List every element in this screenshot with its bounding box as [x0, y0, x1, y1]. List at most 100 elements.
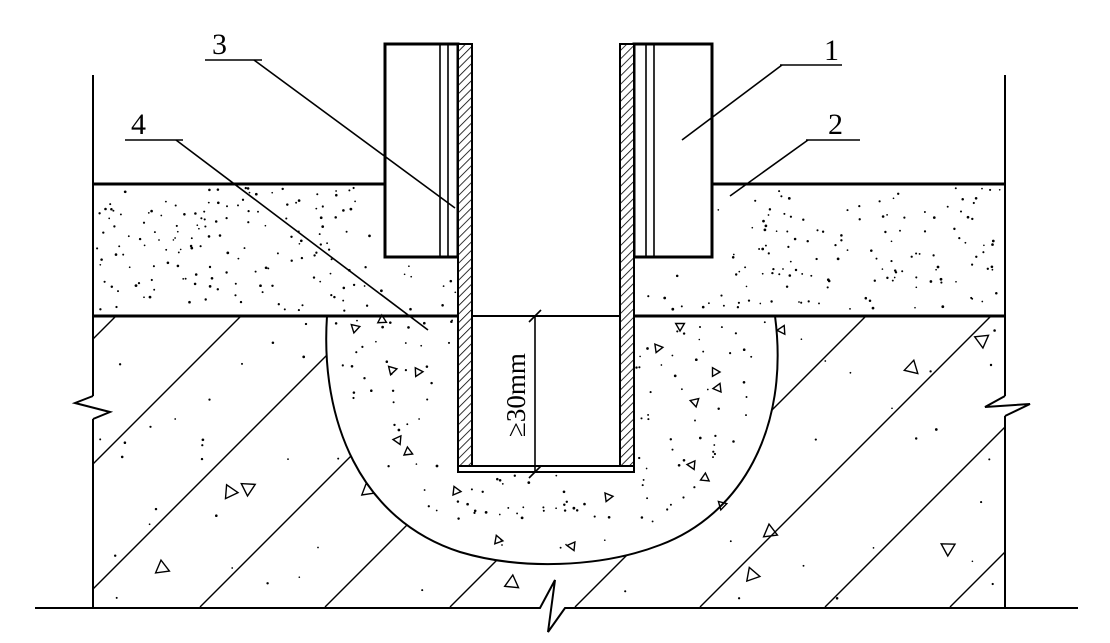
stipple-dot — [214, 220, 218, 223]
stipple-dot — [971, 217, 974, 221]
stipple-dot — [780, 195, 783, 198]
stipple-dot — [207, 235, 211, 238]
stipple-dot — [208, 285, 212, 288]
stipple-dot — [271, 191, 274, 194]
stipple-dot — [216, 188, 220, 191]
aggregate-mark — [711, 366, 722, 378]
stipple-dot — [651, 520, 654, 523]
stipple-dot — [204, 298, 207, 301]
stipple-dot — [381, 325, 384, 329]
stipple-dot — [729, 540, 732, 543]
stipple-dot — [194, 273, 198, 276]
stipple-dot — [742, 348, 746, 352]
stipple-dot — [934, 428, 938, 431]
stipple-dot — [99, 438, 102, 441]
stipple-dot — [677, 463, 681, 467]
stipple-dot — [640, 516, 644, 519]
aggregate-mark — [224, 483, 240, 500]
pipe — [383, 42, 714, 259]
stipple-dot — [501, 482, 504, 485]
stipple-dot — [713, 452, 717, 456]
stipple-dot — [923, 230, 927, 233]
stipple-dot — [208, 265, 212, 269]
stipple-dot — [312, 276, 316, 279]
stipple-dot — [302, 355, 306, 359]
stipple-dot — [387, 465, 390, 468]
stipple-dot — [148, 295, 152, 299]
stipple-dot — [158, 239, 160, 241]
stipple-dot — [751, 226, 754, 229]
stipple-dot — [785, 285, 789, 288]
stipple-dot — [276, 252, 279, 255]
stipple-dot — [248, 191, 251, 194]
stipple-dot — [745, 414, 747, 417]
stipple-dot — [826, 286, 829, 289]
stipple-dot — [154, 507, 158, 511]
stipple-dot — [563, 509, 567, 512]
stipple-dot — [789, 260, 792, 263]
stipple-dot — [990, 265, 994, 269]
stipple-dot — [334, 322, 338, 325]
stipple-dot — [315, 251, 318, 254]
stipple-dot — [671, 354, 674, 357]
stipple-dot — [316, 193, 319, 196]
stipple-dot — [208, 188, 211, 192]
stipple-dot — [640, 417, 643, 420]
stipple-dot — [995, 291, 998, 295]
stipple-dot — [834, 243, 837, 247]
stipple-dot — [563, 503, 566, 506]
stipple-dot — [304, 322, 308, 326]
stipple-dot — [745, 285, 748, 288]
stipple-dot — [352, 391, 356, 394]
stipple-dot — [575, 509, 579, 512]
stipple-dot — [234, 294, 237, 297]
aggregate-mark — [350, 323, 362, 335]
stipple-dot — [798, 301, 800, 303]
stipple-dot — [114, 253, 118, 256]
stipple-dot — [983, 244, 985, 247]
stipple-dot — [768, 208, 772, 211]
stipple-dot — [290, 259, 293, 262]
stipple-dot — [271, 284, 274, 288]
stipple-dot — [868, 299, 872, 302]
aggregate-mark — [775, 324, 786, 336]
stipple-dot — [407, 326, 410, 329]
stipple-dot — [134, 284, 138, 287]
stipple-dot — [264, 266, 268, 270]
stipple-dot — [870, 249, 873, 252]
stipple-dot — [639, 355, 641, 358]
stipple-dot — [800, 338, 803, 341]
stipple-dot — [717, 407, 720, 410]
stipple-dot — [737, 301, 740, 304]
stipple-dot — [127, 235, 130, 238]
stipple-dot — [365, 304, 369, 307]
stipple-dot — [914, 437, 918, 440]
stipple-dot — [982, 251, 985, 254]
stipple-dot — [319, 216, 323, 220]
aggregate-mark — [391, 434, 402, 446]
stipple-dot — [742, 380, 746, 384]
stipple-dot — [301, 304, 304, 307]
stipple-dot — [317, 546, 319, 549]
stipple-dot — [763, 228, 767, 232]
stipple-dot — [767, 252, 770, 255]
stipple-dot — [108, 217, 111, 220]
stipple-dot — [99, 263, 102, 266]
stipple-dot — [404, 369, 407, 372]
stipple-dot — [676, 330, 679, 333]
stipple-dot — [666, 508, 669, 511]
stipple-dot — [348, 189, 351, 192]
stipple-dot — [99, 308, 102, 311]
stipple-dot — [244, 186, 247, 190]
stipple-dot — [991, 582, 994, 586]
hatch-line — [92, 315, 367, 590]
stipple-dot — [649, 391, 652, 394]
stipple-dot — [473, 511, 476, 514]
stipple-dot — [194, 212, 197, 215]
stipple-dot — [361, 345, 364, 348]
stipple-dot — [722, 304, 725, 307]
stipple-dot — [342, 209, 345, 212]
stipple-dot — [470, 488, 473, 491]
stipple-dot — [349, 207, 353, 211]
